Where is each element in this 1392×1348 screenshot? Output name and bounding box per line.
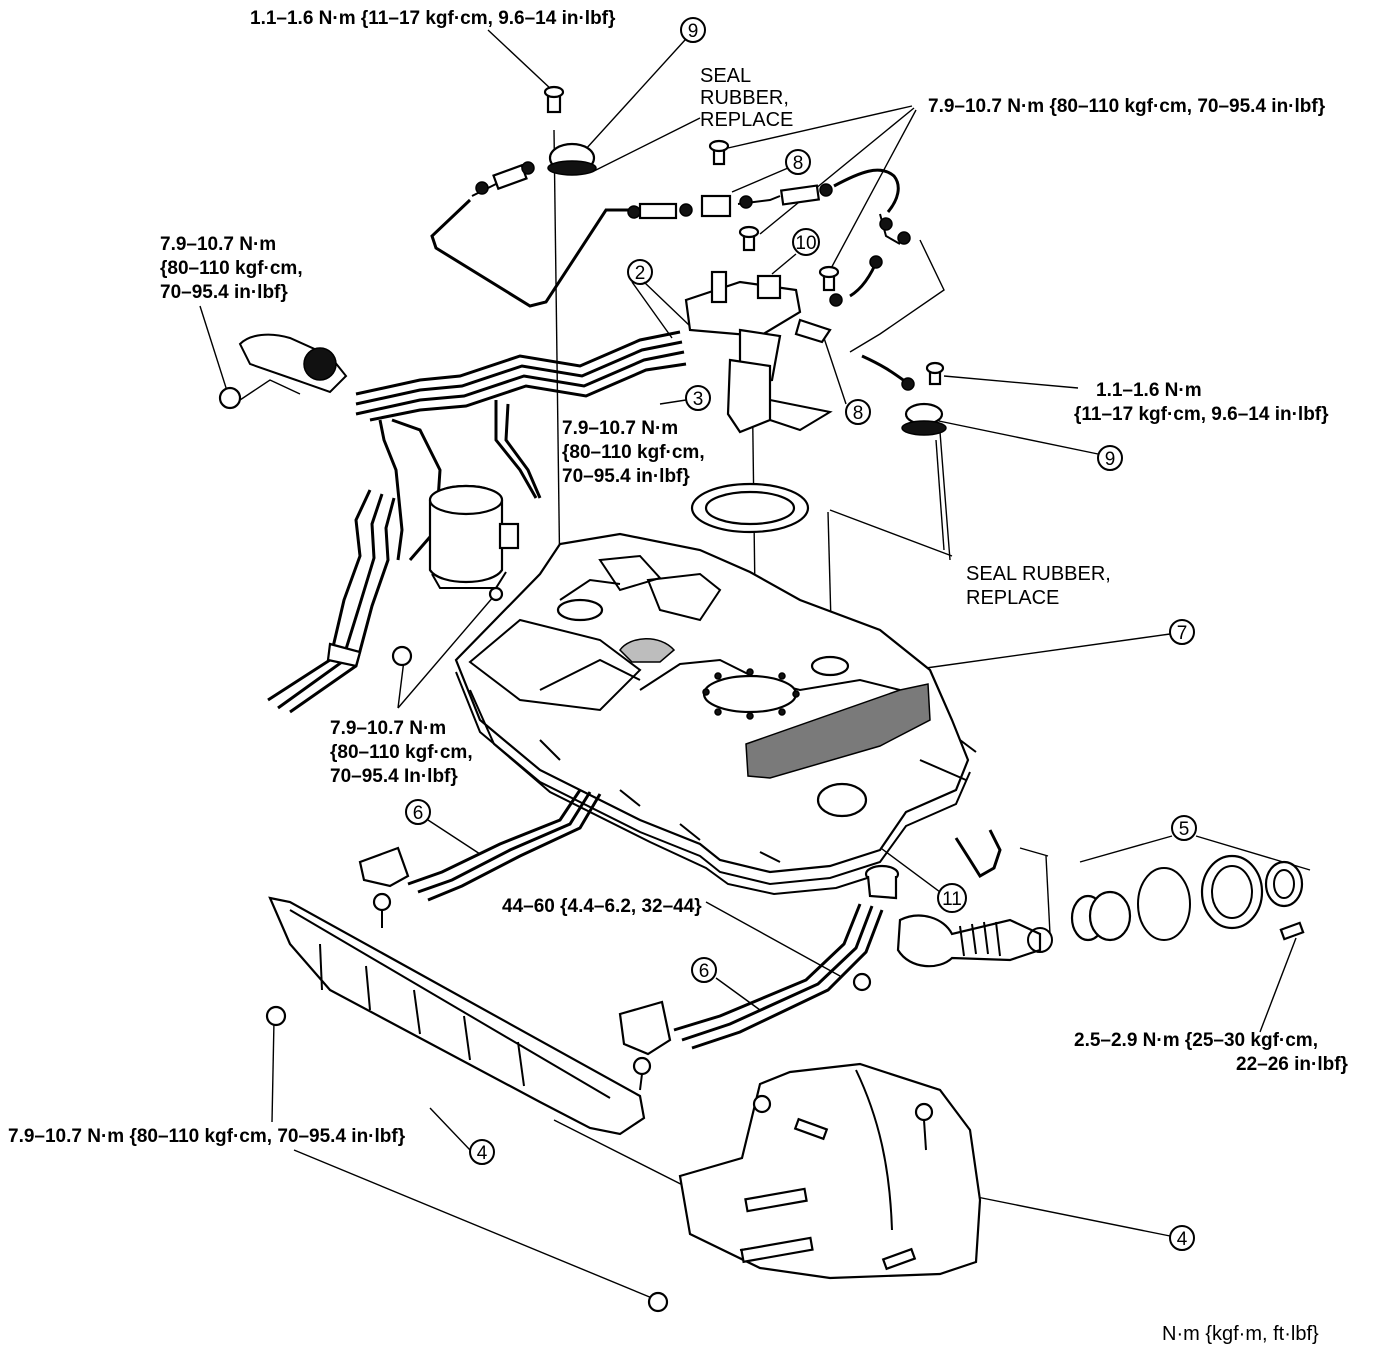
svg-text:2: 2 [635, 263, 646, 284]
svg-text:10: 10 [795, 233, 816, 254]
svg-text:6: 6 [413, 803, 424, 824]
fuel-pump-flange [684, 280, 802, 338]
note-seal-right-line1: SEAL RUBBER, [966, 563, 1111, 585]
callout-4-right: 4 [1169, 1225, 1195, 1251]
pump-port [702, 674, 798, 714]
hose-segment-center [638, 202, 678, 220]
fuel-cap [1264, 860, 1304, 908]
heat-shield-left [268, 896, 646, 1136]
bolt-strap-left [372, 892, 392, 912]
fuel-lines-left [218, 330, 687, 714]
fuel-tank-7 [454, 532, 977, 900]
torque-lower-line2: {80–110 kgf·cm, [330, 742, 473, 763]
torque-right-line1: 1.1–1.6 N·m [1096, 380, 1202, 401]
tank-insulator-pad [745, 683, 931, 779]
bolt-cap [1279, 921, 1305, 941]
callout-6-left: 6 [405, 799, 431, 825]
callout-5: 5 [1171, 815, 1197, 841]
svg-text:3: 3 [693, 389, 704, 410]
callout-3: 3 [685, 385, 711, 411]
svg-text:4: 4 [1177, 1229, 1188, 1250]
bolt-shield-right-2 [881, 1247, 917, 1271]
nut-heat-shield-left [265, 1005, 287, 1027]
pressure-regulator-10 [756, 274, 782, 300]
sender-port-right [810, 655, 850, 677]
filler-hose [896, 914, 1042, 968]
callout-10: 10 [792, 228, 820, 256]
note-seal-top-line3: REPLACE [700, 109, 793, 131]
torque-left-line3: 70–95.4 in·lbf} [160, 282, 288, 303]
sender-port-left [556, 598, 604, 622]
heat-shield-right [678, 1062, 982, 1280]
heat-shield-left-ribs [319, 943, 525, 1087]
torque-right-line2: {11–17 kgf·cm, 9.6–14 in·lbf} [1074, 404, 1329, 425]
filler-neck-5 [896, 829, 1305, 968]
callout-6-right: 6 [691, 957, 717, 983]
torque-left-line2: {80–110 kgf·cm, [160, 258, 303, 279]
callout-4-left: 4 [469, 1139, 495, 1165]
torque-cap-line2: 22–26 in·lbf} [1236, 1054, 1349, 1075]
torque-center-line3: 70–95.4 in·lbf} [562, 466, 690, 487]
note-seal-right-line2: REPLACE [966, 587, 1059, 609]
callout-8-top: 8 [785, 149, 811, 175]
fuel-filter-left [238, 333, 348, 394]
callout-11: 11 [937, 883, 967, 913]
strap-bracket-right [618, 1000, 672, 1056]
note-seal-top-line1: SEAL [700, 65, 751, 87]
heat-shields-4 [265, 896, 982, 1313]
torque-bolts-top-right: 7.9–10.7 N·m {80–110 kgf·cm, 70–95.4 in·… [928, 96, 1326, 117]
note-seal-top-line2: RUBBER, [700, 87, 789, 109]
evap-canister-body [428, 500, 504, 584]
callouts: 9 8 10 2 3 8 9 7 [405, 17, 1197, 1251]
callout-7: 7 [1169, 619, 1195, 645]
torque-center-line1: 7.9–10.7 N·m [562, 418, 678, 439]
svg-text:9: 9 [688, 21, 699, 42]
fuel-pump-body [726, 358, 772, 434]
bolt-shield-right-1 [793, 1117, 829, 1141]
nut-filter [218, 386, 242, 410]
torque-center-line2: {80–110 kgf·cm, [562, 442, 705, 463]
svg-text:4: 4 [477, 1143, 488, 1164]
svg-text:8: 8 [793, 153, 804, 174]
callout-9-top: 9 [680, 17, 706, 43]
torque-sender-top: 1.1–1.6 N·m {11–17 kgf·cm, 9.6–14 in·lbf… [250, 8, 616, 29]
torque-cap-line1: 2.5–2.9 N·m {25–30 kgf·cm, [1074, 1030, 1318, 1051]
filler-neck-port [816, 782, 868, 818]
tank-straps-6 [358, 789, 884, 1091]
upper-hose-assembly [430, 85, 947, 534]
callout-8-right: 8 [845, 399, 871, 425]
filler-gasket [1137, 867, 1191, 941]
svg-text:5: 5 [1179, 819, 1190, 840]
svg-text:6: 6 [699, 961, 710, 982]
pump-port-bolts [702, 668, 800, 720]
nut-heat-shield-right [647, 1291, 669, 1313]
seal-notes: SEAL RUBBER, REPLACE SEAL RUBBER, REPLAC… [700, 65, 1319, 1345]
bolt-strap-right [632, 1056, 652, 1076]
torque-straps: 44–60 {4.4–6.2, 32–44} [502, 896, 702, 917]
svg-text:9: 9 [1105, 449, 1116, 470]
units-caption: N·m {kgf·m, ft·lbf} [1162, 1323, 1319, 1345]
hose-segment-upper-right [779, 184, 821, 206]
torque-left-line1: 7.9–10.7 N·m [160, 234, 276, 255]
callout-2: 2 [627, 259, 653, 285]
torque-lower-line1: 7.9–10.7 N·m [330, 718, 446, 739]
svg-text:11: 11 [942, 889, 962, 910]
torque-bottom-left: 7.9–10.7 N·m {80–110 kgf·cm, 70–95.4 in·… [8, 1126, 406, 1147]
strap-bracket-left [358, 846, 410, 888]
torque-lower-line3: 70–95.4 In·lbf} [330, 766, 458, 787]
torque-labels: 1.1–1.6 N·m {11–17 kgf·cm, 9.6–14 in·lbf… [8, 8, 1349, 1147]
svg-text:7: 7 [1177, 623, 1188, 644]
callout-9-right: 9 [1097, 445, 1123, 471]
joint-pipe-8 [700, 194, 732, 218]
svg-text:8: 8 [853, 403, 864, 424]
